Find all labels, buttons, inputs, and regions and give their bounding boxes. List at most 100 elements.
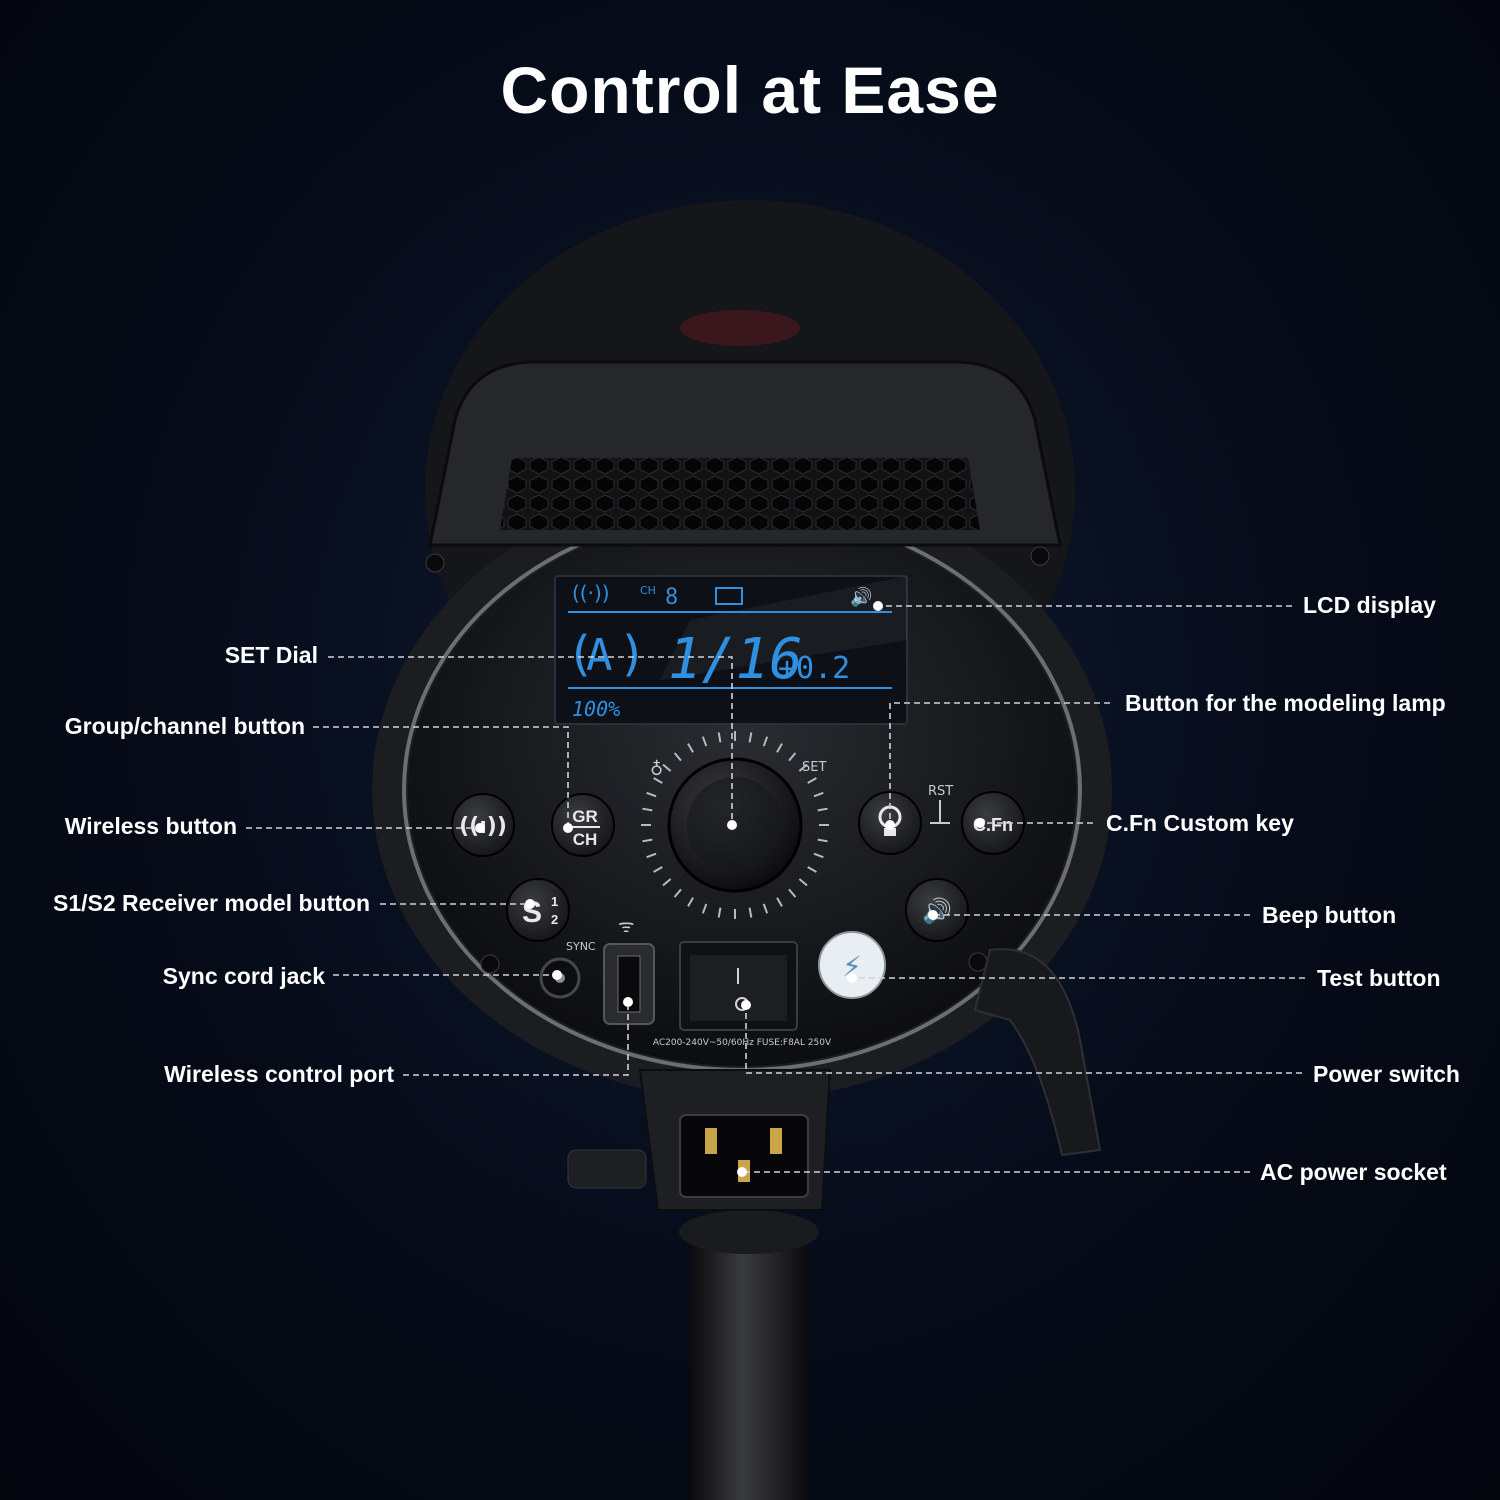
dial-tick [662, 763, 672, 772]
dial-tick [701, 903, 708, 914]
dial-tick [653, 777, 663, 784]
label-group-channel-button: Group/channel button [64, 713, 305, 739]
leader-modeling-lamp-button [889, 702, 1110, 825]
lcd-ch-label: CH [640, 584, 656, 597]
dial-tick [673, 888, 682, 898]
leader-group-channel-button-dot [563, 823, 573, 833]
dial-tick [687, 743, 694, 753]
s1s2-receiver-button[interactable]: S 1 2 [506, 878, 570, 942]
leader-ac-power-socket-dot [737, 1167, 747, 1177]
label-sync-cord-jack: Sync cord jack [162, 963, 325, 989]
dial-tick [748, 732, 753, 743]
beep-button[interactable]: 🔊 [905, 878, 969, 942]
test-button[interactable]: ⚡ [818, 931, 886, 999]
dial-tick [653, 866, 663, 873]
dial-tick [813, 791, 824, 798]
leader-wireless-control-port-dot [623, 997, 633, 1007]
dial-tick [673, 752, 682, 762]
dial-tick [717, 907, 722, 918]
label-wireless-button: Wireless button [64, 813, 237, 839]
mount-ring [680, 310, 800, 346]
flash-bolt-icon: ⚡ [842, 950, 862, 983]
label-test-button: Test button [1317, 965, 1441, 991]
label-set-dial: SET Dial [224, 642, 318, 668]
leader-group-channel-button [313, 726, 569, 828]
lcd-mode-bracket: ( [566, 626, 595, 682]
rating-label: AC200-240V~50/60Hz FUSE:F8AL 250V [653, 1038, 832, 1048]
lcd-mode: A [586, 630, 613, 681]
label-cfn-custom-key: C.Fn Custom key [1106, 810, 1294, 836]
dial-tick [748, 907, 753, 918]
leader-lcd-display-dot [873, 601, 883, 611]
dial-scale [641, 731, 829, 919]
lcd-mode-bracket: ) [618, 626, 647, 682]
dial-tick [662, 878, 672, 887]
lcd-channel-number: 8 [665, 585, 678, 610]
lcd-percent: 100% [572, 697, 620, 721]
dial-tick [798, 763, 808, 772]
power-switch-rocker [690, 955, 787, 1021]
ch-label: CH [573, 830, 598, 849]
leader-wireless-button-dot [475, 823, 485, 833]
lcd-battery-icon [715, 587, 743, 605]
dial-tick [646, 852, 657, 859]
lcd-power-fraction: 1/16 [668, 627, 803, 692]
stand-collar [679, 1210, 819, 1254]
dial-tick [646, 791, 657, 798]
bulb-base [884, 828, 896, 836]
group-channel-button[interactable]: GR CH [551, 793, 615, 857]
leader-sync-cord-jack-dot [552, 970, 562, 980]
lcd-wireless-icon: ((·)) [572, 581, 610, 605]
leader-power-switch [745, 1005, 1302, 1074]
rst-label: RST [928, 784, 953, 799]
lcd-sound-icon: 🔊 [850, 586, 872, 608]
screw [480, 954, 500, 974]
dial-tick [817, 838, 828, 843]
page-title: Control at Ease [500, 53, 1000, 127]
label-s1s2-receiver-button: S1/S2 Receiver model button [53, 890, 370, 916]
screw [968, 952, 988, 972]
dial-tick [701, 736, 708, 747]
ac-pin [705, 1128, 717, 1154]
label-modeling-lamp-button: Button for the modeling lamp [1125, 690, 1446, 716]
ac-pin [770, 1128, 782, 1154]
handle-vent [500, 458, 980, 530]
tilt-knob [567, 1149, 647, 1189]
leader-cfn-custom-key-dot [975, 818, 985, 828]
dial-tick [687, 897, 694, 907]
label-wireless-control-port: Wireless control port [164, 1061, 394, 1087]
dial-tick [813, 852, 824, 859]
leader-set-dial [328, 656, 733, 825]
dial-tick [776, 897, 783, 907]
leader-set-dial-dot [727, 820, 737, 830]
stand-pole [690, 1230, 808, 1500]
dial-tick [807, 777, 817, 784]
dial-tick [817, 807, 828, 812]
usb-slot [617, 955, 641, 1013]
dial-tick [762, 903, 769, 914]
s1-label: 1 [551, 894, 558, 909]
sync-label: SYNC [566, 940, 596, 953]
dial-tick [788, 888, 797, 898]
label-lcd-display: LCD display [1303, 592, 1436, 618]
screw [1030, 546, 1050, 566]
dial-lamp-icon: ♁ [650, 759, 663, 780]
gr-label: GR [572, 807, 598, 826]
label-ac-power-socket: AC power socket [1260, 1159, 1447, 1185]
s2-label: 2 [551, 912, 558, 927]
dial-set-label: SET [802, 760, 826, 775]
leader-modeling-lamp-button-dot [885, 820, 895, 830]
dial-tick [788, 752, 797, 762]
ac-socket [679, 1114, 809, 1198]
screw [425, 553, 445, 573]
label-beep-button: Beep button [1262, 902, 1397, 928]
yoke-bracket [973, 948, 1102, 1157]
dial-tick [717, 732, 722, 743]
leader-power-switch-dot [741, 1000, 751, 1010]
leader-beep-button-dot [928, 910, 938, 920]
dial-tick [642, 807, 653, 812]
lcd-power-adjust: +0.2 [778, 651, 850, 686]
leader-test-button-dot [847, 973, 857, 983]
leader-s1s2-receiver-button-dot [525, 899, 535, 909]
